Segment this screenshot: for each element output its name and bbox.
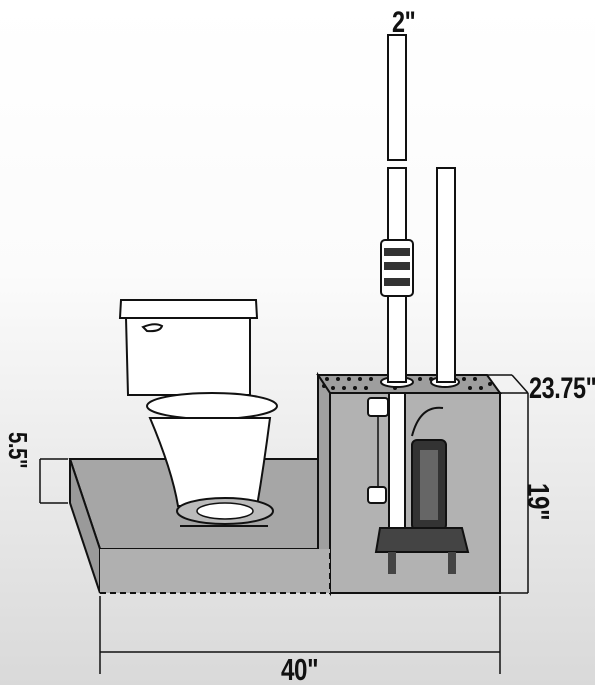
total-length-label: 40" (281, 652, 319, 687)
pipe-diameter-label: 2" (392, 6, 416, 39)
step-height-label: 5.5" (3, 432, 33, 469)
basin-depth-label: 23.75" (529, 372, 595, 405)
basin-height-label: 19" (521, 483, 556, 521)
toilet (118, 299, 278, 527)
sewage-pump (367, 392, 470, 574)
dimension-lines (39, 374, 529, 674)
discharge-pipe (380, 34, 414, 383)
vent-pipe (436, 167, 456, 383)
